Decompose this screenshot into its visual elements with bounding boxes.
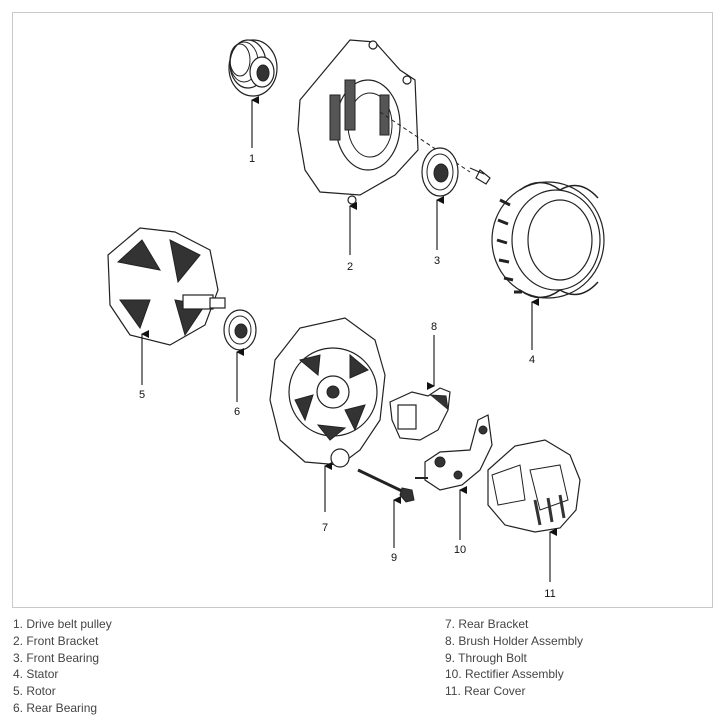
callout-3: 3 (434, 255, 440, 267)
callout-6: 6 (234, 406, 240, 418)
callout-1: 1 (249, 153, 255, 165)
rear-bracket-part (269, 317, 386, 468)
brush-holder-assembly-part (389, 387, 451, 441)
rear-cover-part (487, 439, 581, 533)
legend-item-stator: 4. Stator (13, 667, 59, 682)
front-bracket-part (297, 39, 471, 205)
callout-11: 11 (544, 588, 555, 600)
rotor-part (107, 227, 226, 346)
legend-right-column: 7. Rear Bracket 8. Brush Holder Assembly… (445, 616, 583, 700)
legend-item-rear-bracket: 7. Rear Bracket (445, 617, 529, 631)
rear-bearing-part (223, 309, 257, 351)
diagram-frame (12, 12, 713, 608)
legend-item-front-bracket: 2. Front Bracket (13, 633, 99, 648)
legend-item-rear-cover: 11. Rear Cover (445, 684, 526, 699)
legend-item-rotor: 5. Rotor (13, 684, 56, 699)
callout-2: 2 (347, 261, 353, 273)
callout-4: 4 (529, 354, 535, 366)
legend-item-drive-belt-pulley: 1. Drive belt pulley (13, 617, 112, 631)
legend-item-front-bearing: 3. Front Bearing (13, 650, 100, 665)
legend-item-through-bolt: 9. Through Bolt (445, 650, 527, 665)
through-bolt-part (357, 468, 415, 503)
legend-left-column: 1. Drive belt pulley 2. Front Bracket 3.… (13, 616, 112, 717)
legend-item-brush-holder-assembly: 8. Brush Holder Assembly (445, 633, 584, 648)
stator-part (491, 181, 605, 299)
rectifier-assembly-part (415, 414, 493, 491)
drive-belt-pulley-part (228, 39, 278, 97)
callout-9: 9 (391, 552, 397, 564)
front-bearing-part (421, 147, 491, 197)
callout-10: 10 (454, 544, 466, 556)
callout-7: 7 (322, 522, 328, 534)
callout-5: 5 (139, 389, 145, 401)
callout-8: 8 (431, 321, 437, 333)
legend-item-rectifier-assembly: 10. Rectifier Assembly (445, 667, 564, 682)
legend-item-rear-bearing: 6. Rear Bearing (13, 700, 98, 715)
